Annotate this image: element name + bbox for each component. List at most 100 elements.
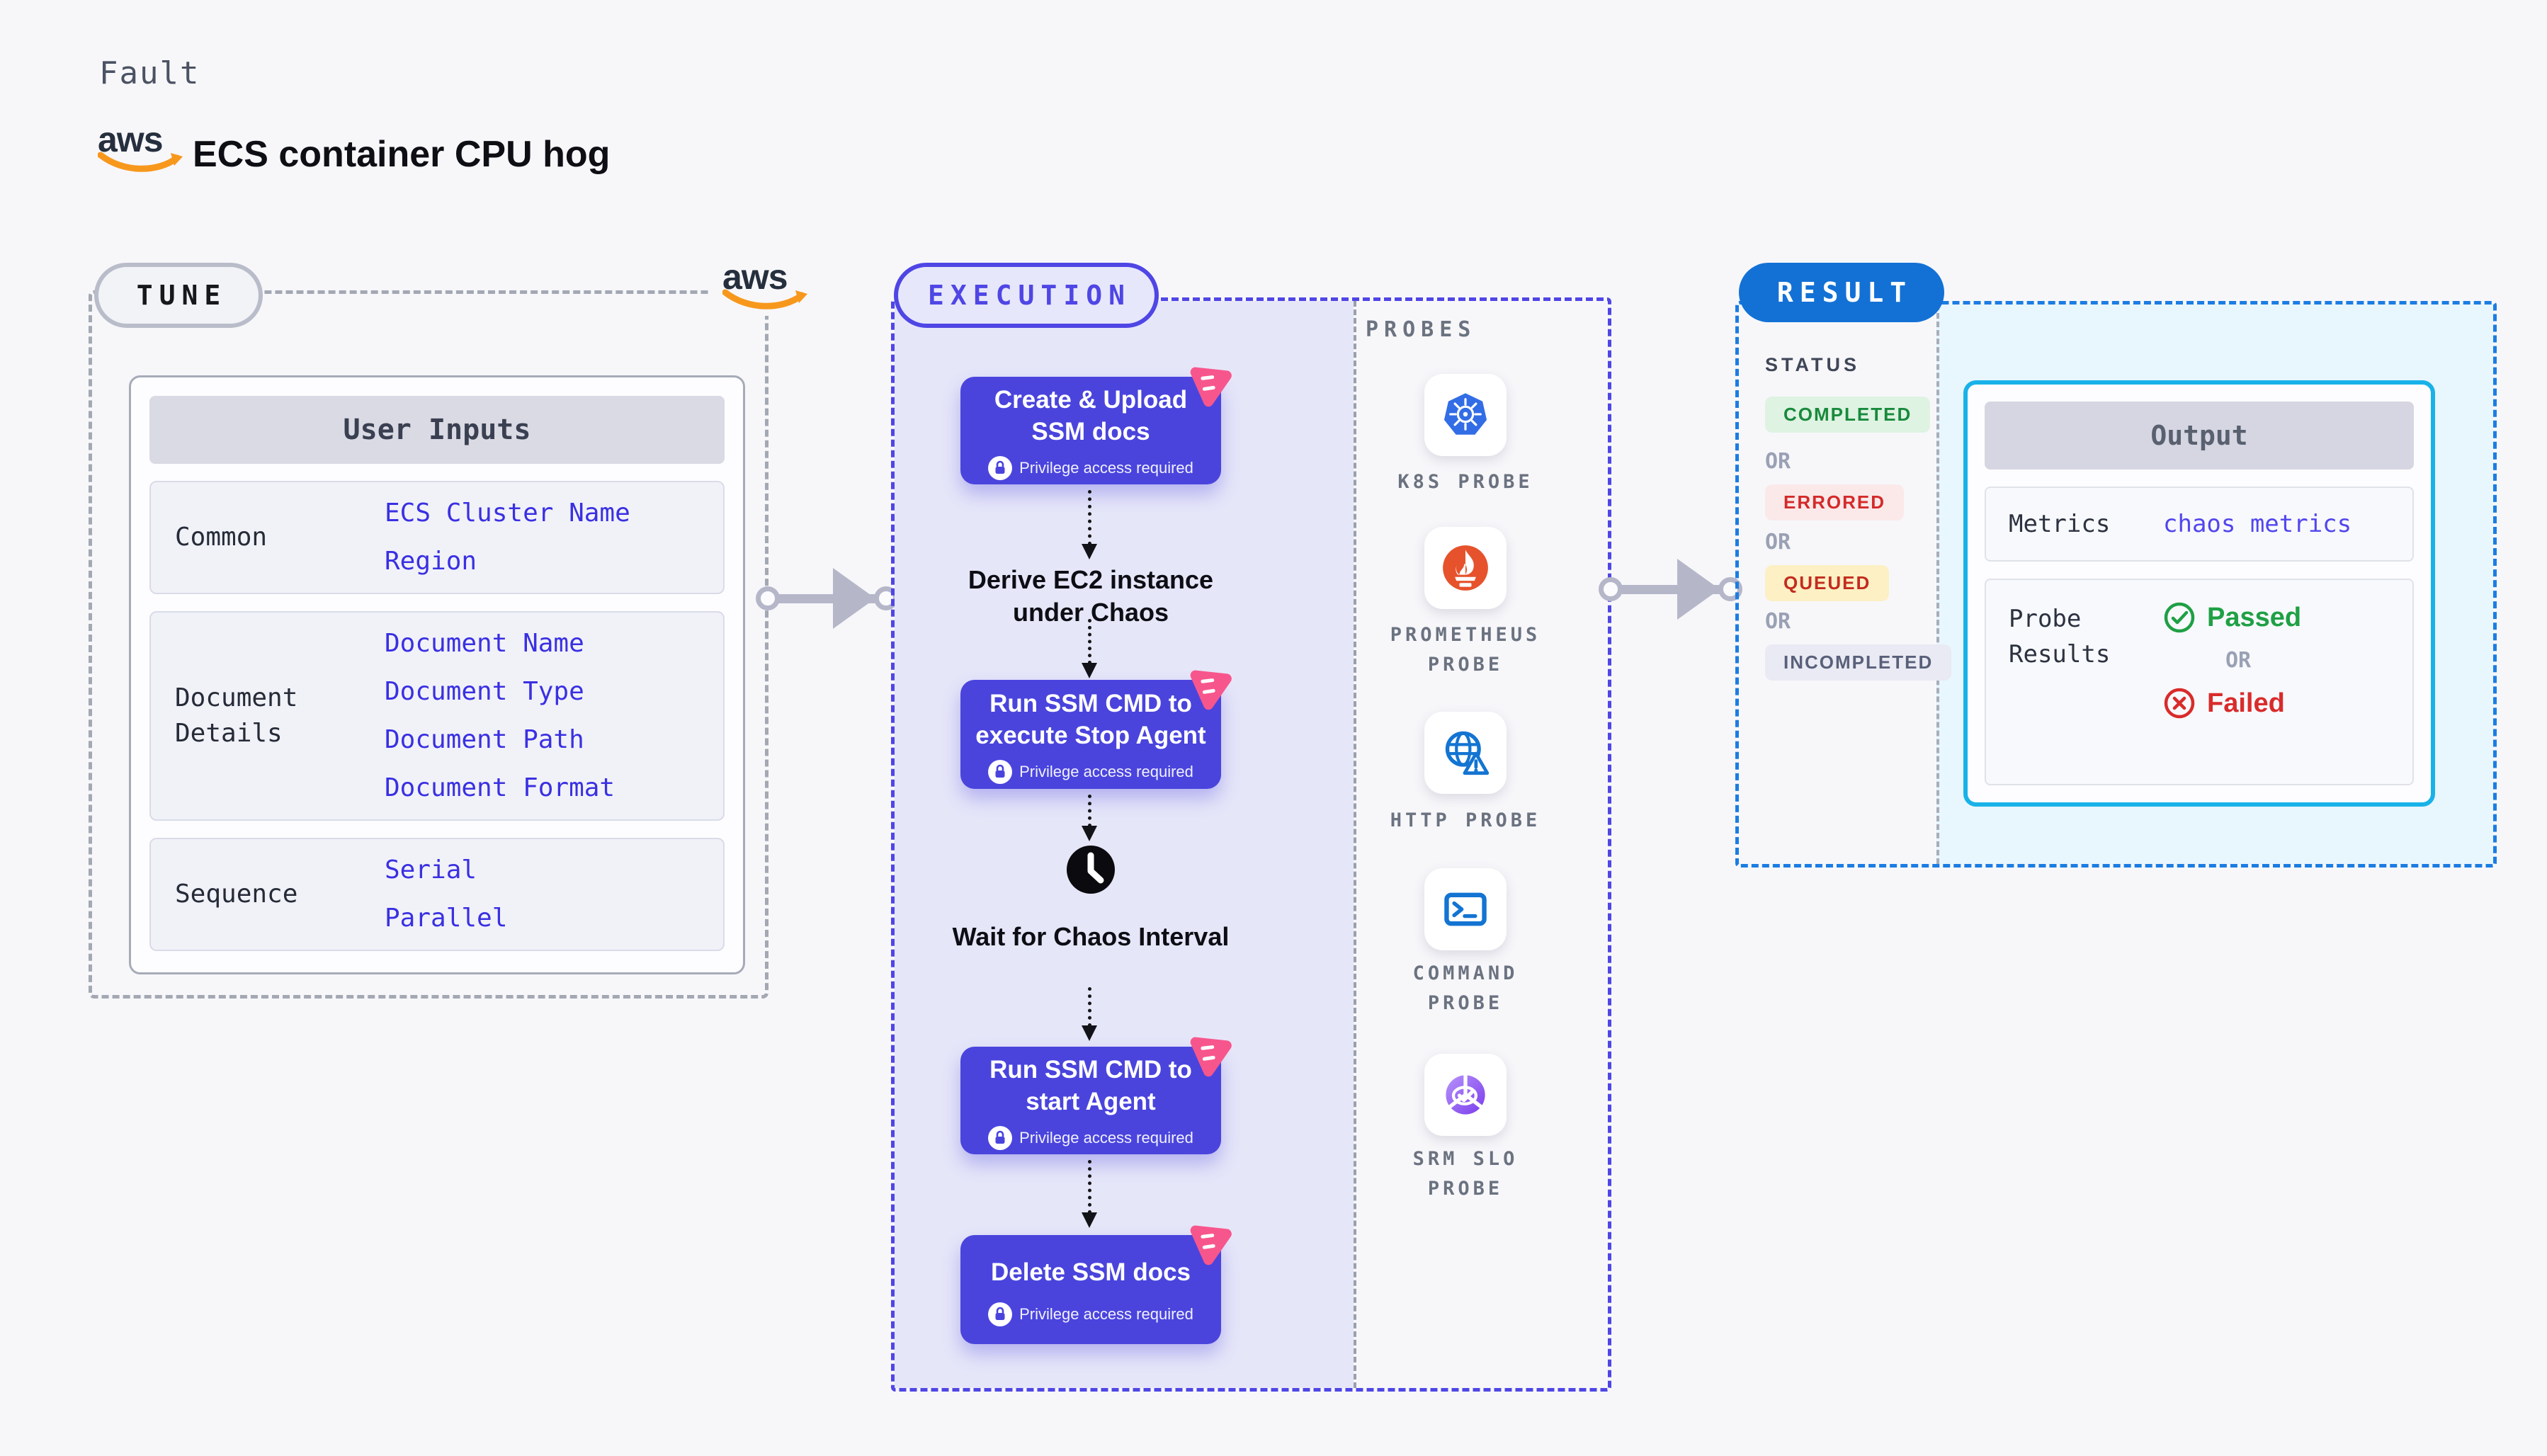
or-label: OR [1765, 609, 1791, 634]
fault-eyebrow: Fault [99, 55, 200, 91]
probe-label: HTTP PROBE [1390, 809, 1541, 831]
flow-connector [1088, 987, 1091, 1027]
or-label: OR [1765, 449, 1791, 474]
probe-results-label: Probe Results [2009, 605, 2111, 669]
aws-logo-text: aws [722, 257, 788, 297]
step-run-ssm-stop-agent: Run SSM CMD to execute Stop Agent Privil… [960, 670, 1232, 789]
privilege-label: Privilege access required [1019, 459, 1193, 477]
tune-pill: TUNE [94, 263, 263, 328]
chaos-ribbon-icon [1190, 1225, 1232, 1266]
chaos-ribbon-icon [1190, 1037, 1232, 1077]
row-label: Common [175, 523, 268, 552]
user-inputs-header: User Inputs [149, 396, 725, 464]
input-value: Document Type [385, 677, 584, 706]
row-label: Sequence [175, 880, 298, 909]
tune-to-execution-arrow [756, 567, 898, 630]
step-delete-ssm-docs: Delete SSM docs Privilege access require… [960, 1225, 1232, 1344]
user-inputs-card: User Inputs Common ECS Cluster Name Regi… [129, 375, 745, 974]
probe-card-srm-slo [1424, 1054, 1507, 1136]
lock-icon [988, 456, 1013, 480]
execution-to-result-arrow [1599, 557, 1742, 621]
http-globe-warning-icon [1445, 731, 1490, 775]
flow-arrowhead [1082, 663, 1097, 678]
lock-icon [988, 1302, 1013, 1326]
flow-arrowhead [1082, 1025, 1097, 1041]
flow-connector [1088, 795, 1091, 827]
privilege-label: Privilege access required [1019, 763, 1193, 780]
status-badge-incompleted: INCOMPLETED [1765, 644, 1952, 681]
input-value: Serial [385, 855, 477, 885]
privilege-label: Privilege access required [1019, 1129, 1193, 1147]
x-circle-icon [2164, 688, 2195, 719]
row-label: Document Details [175, 683, 298, 748]
table-row-sequence: Sequence Serial Parallel [149, 838, 725, 951]
or-label: OR [2225, 648, 2252, 673]
lock-icon [988, 1126, 1013, 1150]
input-value: Region [385, 547, 477, 576]
terminal-icon [1444, 892, 1487, 926]
output-card: Output Metrics chaos metrics Probe Resul… [1963, 380, 2435, 807]
step-run-ssm-start-agent: Run SSM CMD to start Agent Privilege acc… [960, 1037, 1232, 1154]
step-title: Delete SSM docs [990, 1258, 1191, 1286]
aws-logo-text: aws [98, 120, 164, 159]
input-value: Document Name [385, 629, 584, 658]
probe-card-k8s [1424, 374, 1507, 456]
result-pill: RESULT [1739, 263, 1944, 322]
flow-arrowhead [1082, 1212, 1097, 1228]
probe-card-http [1424, 712, 1507, 794]
flow-connector [1088, 619, 1091, 664]
step-title: Create & Upload SSM docs [994, 386, 1188, 445]
aws-logo: aws [98, 122, 184, 174]
flow-arrowhead [1082, 826, 1097, 841]
chaos-ribbon-icon [1190, 367, 1232, 407]
metrics-value: chaos metrics [2163, 510, 2352, 538]
passed-label: Passed [2207, 602, 2302, 632]
page-title: ECS container CPU hog [193, 134, 611, 175]
result-divider [1936, 305, 1939, 864]
clock-icon [1065, 844, 1116, 899]
execution-pill: EXECUTION [894, 263, 1159, 328]
step-wait-chaos-interval: Wait for Chaos Interval [952, 922, 1230, 951]
aws-smile-icon [98, 152, 183, 172]
kubernetes-icon [1443, 393, 1487, 435]
input-value: Document Path [385, 725, 584, 754]
metrics-label: Metrics [2009, 510, 2111, 538]
status-badge-completed: COMPLETED [1765, 397, 1931, 433]
output-header: Output [1985, 402, 2414, 470]
failed-label: Failed [2207, 688, 2285, 718]
srm-slo-gauge-icon [1446, 1073, 1485, 1115]
flow-arrowhead [1082, 544, 1097, 559]
status-badge-queued: QUEUED [1765, 565, 1890, 601]
probe-label: K8S PROBE [1397, 471, 1533, 493]
lock-icon [988, 760, 1013, 784]
probes-divider [1354, 301, 1356, 1388]
status-heading: STATUS [1765, 354, 1860, 375]
input-value: Parallel [385, 904, 508, 933]
probes-heading: PROBES [1366, 317, 1477, 342]
probe-results-row: Probe Results Passed OR Failed [1985, 579, 2414, 785]
step-title: Run SSM CMD to start Agent [989, 1056, 1192, 1115]
aws-logo-tune-corner: aws [710, 252, 819, 316]
check-circle-icon [2164, 602, 2195, 633]
flow-connector [1088, 490, 1091, 545]
chaos-ribbon-icon [1190, 670, 1232, 710]
table-row-document-details: Document Details Document Name Document … [149, 611, 725, 821]
or-label: OR [1765, 530, 1791, 554]
flow-connector [1088, 1160, 1091, 1214]
metrics-row: Metrics chaos metrics [1985, 487, 2414, 562]
aws-smile-icon [722, 289, 807, 309]
probe-label: SRM SLO PROBE [1412, 1148, 1519, 1200]
tune-section [89, 290, 768, 999]
input-value: ECS Cluster Name [385, 499, 630, 528]
probe-label: COMMAND PROBE [1412, 962, 1519, 1014]
probe-label: PROMETHEUS PROBE [1390, 624, 1541, 676]
input-value: Document Format [385, 773, 616, 802]
prometheus-icon [1443, 545, 1488, 591]
privilege-label: Privilege access required [1019, 1304, 1193, 1323]
probe-card-command [1424, 868, 1507, 950]
table-row-common: Common ECS Cluster Name Region [149, 481, 725, 594]
probe-card-prometheus [1424, 527, 1507, 609]
step-title: Run SSM CMD to execute Stop Agent [975, 690, 1206, 749]
step-create-upload-ssm-docs: Create & Upload SSM docs Privilege acces… [960, 367, 1232, 484]
